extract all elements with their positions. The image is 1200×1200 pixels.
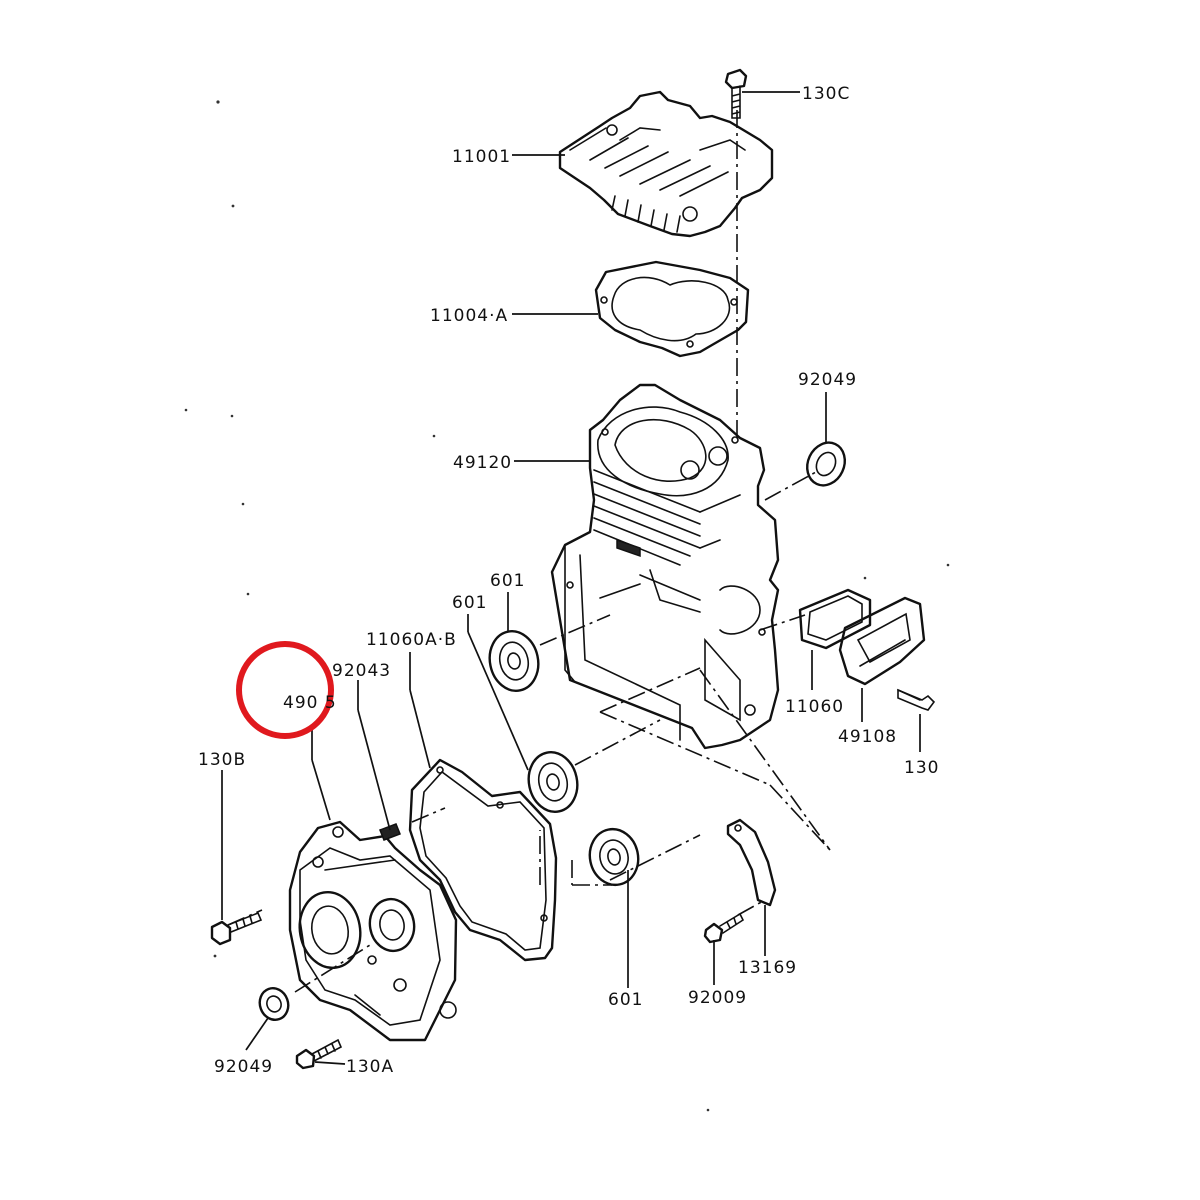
bolt-130 — [897, 689, 921, 701]
part-labels: 130C 11001 11004·A 92049 49120 601 601 1… — [198, 84, 939, 1077]
label-92043: 92043 — [332, 661, 391, 681]
label-130a: 130A — [346, 1057, 394, 1077]
highlight-circle — [236, 641, 334, 739]
governor-arm — [726, 818, 777, 907]
breather-gasket — [798, 588, 872, 650]
crankcase-cover-gasket — [408, 758, 558, 962]
label-11001: 11001 — [452, 147, 511, 167]
crankcase-outline — [599, 667, 831, 851]
label-11060: 11060 — [785, 697, 844, 717]
cylinder-head — [558, 90, 774, 238]
bolt-130a — [295, 1038, 343, 1070]
label-601-b: 601 — [452, 593, 487, 613]
label-130b: 130B — [198, 750, 246, 770]
label-130c: 130C — [802, 84, 850, 104]
bearing-b — [527, 751, 579, 813]
cylinder-block — [550, 383, 780, 750]
label-11004a: 11004·A — [430, 306, 508, 326]
label-92009: 92009 — [688, 988, 747, 1008]
assembly-centerlines — [227, 110, 817, 993]
oil-seal-top — [806, 441, 846, 487]
label-601-c: 601 — [608, 990, 643, 1010]
head-gasket — [594, 260, 750, 358]
bolt-92009 — [703, 912, 745, 944]
crankcase-cover — [288, 820, 458, 1042]
label-49120: 49120 — [453, 453, 512, 473]
label-92049-bottom: 92049 — [214, 1057, 273, 1077]
bolt-130c — [724, 68, 748, 119]
label-601-a: 601 — [490, 571, 525, 591]
bearing-c — [588, 827, 640, 887]
label-92049-top: 92049 — [798, 370, 857, 390]
bolt-130b — [210, 911, 263, 946]
bearing-a — [488, 630, 540, 692]
label-11060ab: 11060A·B — [366, 630, 457, 650]
scan-specks — [184, 100, 950, 1112]
label-13169: 13169 — [738, 958, 797, 978]
leader-lines — [221, 91, 921, 1065]
label-49108: 49108 — [838, 727, 897, 747]
oil-seal-bottom — [258, 987, 290, 1021]
breather-cover — [838, 596, 936, 711]
label-49015: 490 5 — [283, 693, 337, 713]
label-130: 130 — [904, 758, 939, 778]
